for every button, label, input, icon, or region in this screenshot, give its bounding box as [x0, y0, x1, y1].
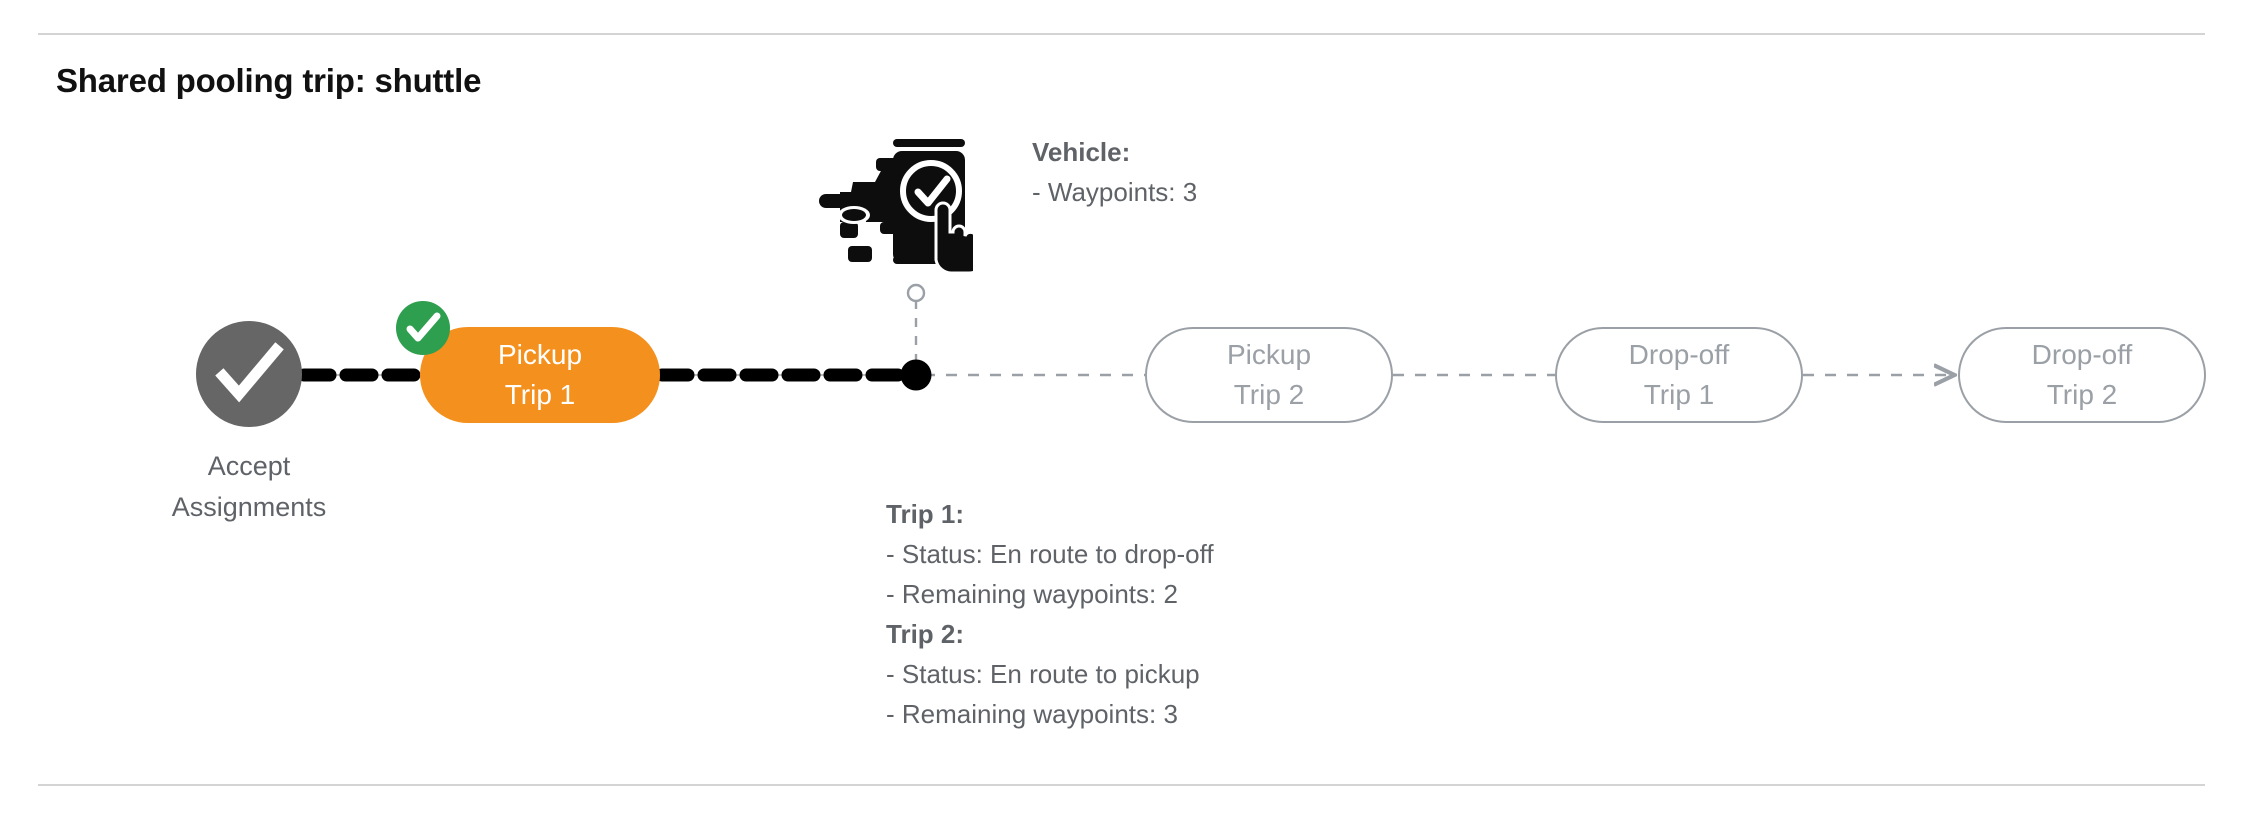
vehicle-checkin-icon — [818, 118, 989, 275]
trip1-remaining-waypoints: - Remaining waypoints: 2 — [886, 579, 1178, 609]
dropoff-trip-2-line1: Drop-off — [2031, 339, 2133, 370]
vehicle-info-callout: Vehicle: - Waypoints: 3 — [1032, 132, 1197, 212]
vehicle-heading-row: Vehicle: — [1032, 132, 1197, 172]
dropoff-trip-2-line2: Trip 2 — [2046, 379, 2118, 410]
page-title: Shared pooling trip: shuttle — [56, 62, 482, 99]
accept-label-line1: Accept — [207, 451, 291, 481]
top-divider — [38, 33, 2205, 35]
vehicle-heading-colon: : — [1121, 137, 1131, 167]
check-badge-icon — [396, 301, 450, 355]
vehicle-leader-anchor-icon — [906, 283, 926, 303]
accept-check-circle-icon — [196, 321, 302, 427]
trip2-heading-row: Trip 2: — [886, 614, 1214, 654]
accept-assignments-label: Accept Assignments — [136, 446, 362, 528]
node-dropoff-trip-1[interactable]: Drop-off Trip 1 — [1555, 327, 1803, 423]
vehicle-position-dot[interactable] — [900, 359, 932, 391]
pickup-trip-1-pill[interactable]: Pickup Trip 1 — [420, 327, 660, 423]
node-pickup-trip-1[interactable]: Pickup Trip 1 — [396, 301, 660, 423]
trip2-heading-colon: : — [955, 619, 965, 649]
trip-status-callout: Trip 1: - Status: En route to drop-off -… — [886, 494, 1214, 734]
trip2-heading: Trip 2 — [886, 619, 956, 649]
pickup-trip-2-line1: Pickup — [1226, 339, 1312, 370]
dropoff-trip-1-line2: Trip 1 — [1643, 379, 1715, 410]
bottom-divider — [38, 784, 2205, 786]
pickup-trip-2-line2: Trip 2 — [1233, 379, 1305, 410]
trip2-remaining-waypoints: - Remaining waypoints: 3 — [886, 699, 1178, 729]
trip1-heading-colon: : — [955, 499, 965, 529]
trip1-heading-row: Trip 1: — [886, 494, 1214, 534]
node-dropoff-trip-2[interactable]: Drop-off Trip 2 — [1958, 327, 2206, 423]
trip2-status: - Status: En route to pickup — [886, 659, 1200, 689]
accept-label-line2: Assignments — [171, 492, 327, 522]
vehicle-heading: Vehicle — [1032, 137, 1122, 167]
trip1-heading: Trip 1 — [886, 499, 956, 529]
pickup-trip-1-line1: Pickup — [497, 339, 583, 370]
vehicle-waypoints: - Waypoints: 3 — [1032, 177, 1198, 207]
trip1-status: - Status: En route to drop-off — [886, 539, 1214, 569]
node-accept-assignments[interactable]: Accept Assignments — [172, 321, 326, 522]
node-pickup-trip-2[interactable]: Pickup Trip 2 — [1145, 327, 1393, 423]
pickup-trip-1-line2: Trip 1 — [504, 379, 576, 410]
dropoff-trip-1-line1: Drop-off — [1628, 339, 1730, 370]
